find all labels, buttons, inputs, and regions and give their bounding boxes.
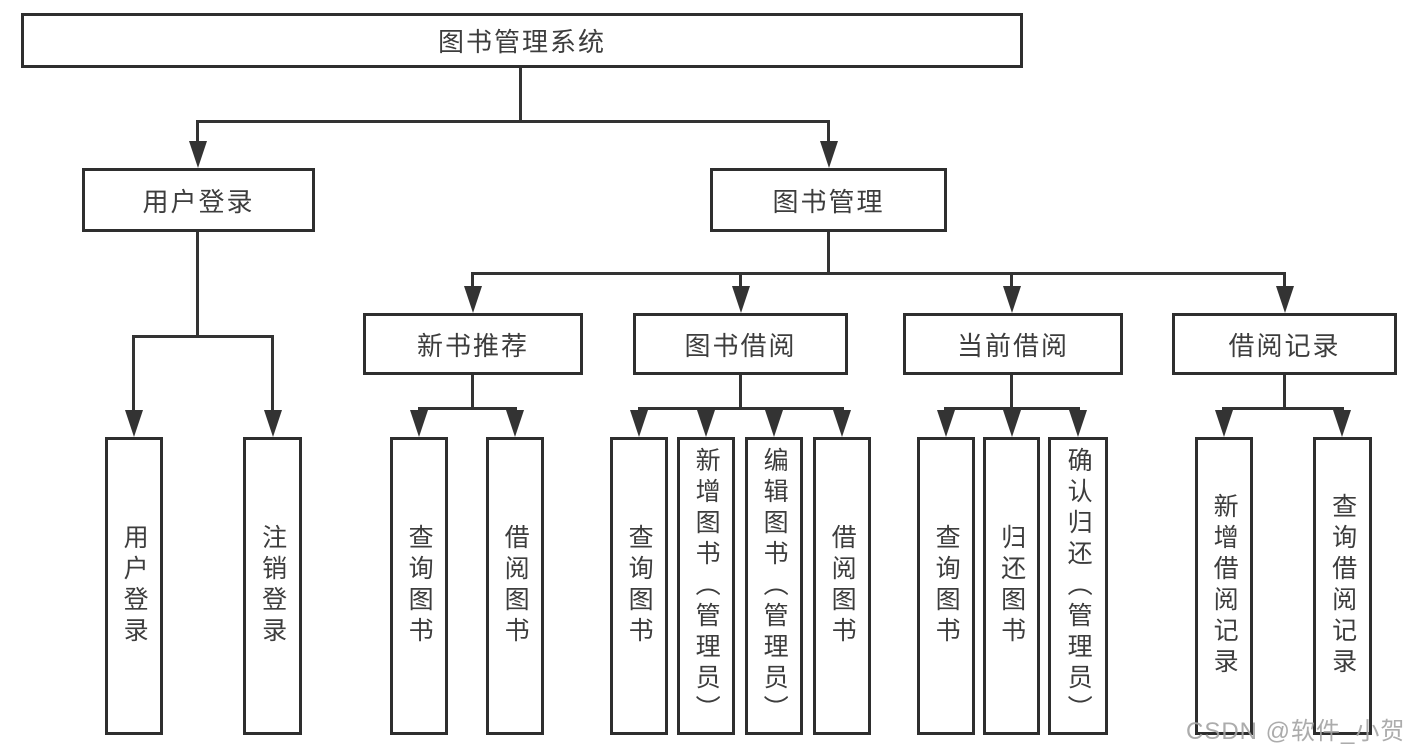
connector-line: [196, 232, 199, 337]
node-leaf-add-book-admin: 新增图书（管理员）: [677, 437, 735, 735]
node-label: 注销登录: [258, 524, 287, 648]
node-label: 归还图书: [997, 524, 1026, 648]
node-leaf-recommend-query-book: 查询图书: [390, 437, 448, 735]
arrowhead-icon: [765, 410, 783, 437]
arrowhead-icon: [264, 410, 282, 437]
node-label: 图书管理系统: [437, 27, 606, 57]
node-root: 图书管理系统: [21, 13, 1023, 68]
watermark-text: CSDN @软件_小贺同学: [1186, 718, 1405, 745]
connector-line: [471, 272, 474, 290]
arrowhead-icon: [630, 410, 648, 437]
node-leaf-confirm-return-admin: 确认归还（管理员）: [1048, 437, 1108, 735]
connector-line: [132, 335, 274, 338]
node-leaf-return-book: 归还图书: [983, 437, 1040, 735]
arrowhead-icon: [833, 410, 851, 437]
arrowhead-icon: [937, 410, 955, 437]
arrowhead-icon: [189, 141, 207, 168]
connector-line: [196, 120, 830, 123]
node-label: 图书管理: [772, 186, 885, 217]
node-label: 借阅图书: [501, 524, 530, 648]
connector-line: [827, 120, 830, 146]
connector-line: [1010, 272, 1013, 290]
node-label: 图书借阅: [684, 330, 797, 361]
arrowhead-icon: [410, 410, 428, 437]
node-label: 新书推荐: [416, 330, 529, 361]
connector-line: [827, 232, 830, 274]
node-user-login: 用户登录: [82, 168, 315, 232]
node-borrow-record: 借阅记录: [1172, 313, 1397, 375]
node-label: 查询图书: [405, 524, 434, 648]
node-label: 新增图书（管理员）: [692, 446, 721, 726]
arrowhead-icon: [820, 141, 838, 168]
node-label: 借阅记录: [1228, 330, 1341, 361]
connector-line: [271, 335, 274, 414]
connector-line: [638, 407, 844, 410]
node-label: 查询图书: [625, 524, 654, 648]
node-label: 编辑图书（管理员）: [760, 446, 789, 726]
node-label: 查询借阅记录: [1328, 493, 1357, 679]
node-current-borrow: 当前借阅: [903, 313, 1123, 375]
node-leaf-edit-book-admin: 编辑图书（管理员）: [745, 437, 803, 735]
connector-line: [132, 335, 135, 414]
node-label: 借阅图书: [828, 524, 857, 648]
node-book-management: 图书管理: [710, 168, 947, 232]
node-label: 当前借阅: [956, 330, 1069, 361]
arrowhead-icon: [125, 410, 143, 437]
arrowhead-icon: [1215, 410, 1233, 437]
node-label: 新增借阅记录: [1210, 493, 1239, 679]
node-label: 用户登录: [120, 524, 149, 648]
arrowhead-icon: [464, 286, 482, 313]
connector-line: [471, 272, 1286, 275]
node-leaf-logout: 注销登录: [243, 437, 302, 735]
node-leaf-recommend-borrow-book: 借阅图书: [486, 437, 544, 735]
arrowhead-icon: [1003, 410, 1021, 437]
node-leaf-current-query-book: 查询图书: [917, 437, 975, 735]
node-new-book-recommend: 新书推荐: [363, 313, 583, 375]
node-leaf-query-borrow-record: 查询借阅记录: [1313, 437, 1372, 735]
connector-line: [1010, 375, 1013, 409]
node-leaf-user-login: 用户登录: [105, 437, 163, 735]
arrowhead-icon: [1276, 286, 1294, 313]
arrowhead-icon: [506, 410, 524, 437]
connector-line: [418, 407, 517, 410]
node-leaf-add-borrow-record: 新增借阅记录: [1195, 437, 1253, 735]
connector-line: [1222, 407, 1344, 410]
connector-line: [196, 120, 199, 146]
connector-line: [739, 375, 742, 409]
node-label: 用户登录: [142, 186, 255, 217]
connector-line: [1283, 375, 1286, 409]
connector-line: [739, 272, 742, 290]
connector-line: [471, 375, 474, 409]
connector-line: [1283, 272, 1286, 290]
node-label: 查询图书: [932, 524, 961, 648]
arrowhead-icon: [1069, 410, 1087, 437]
node-book-borrow: 图书借阅: [633, 313, 848, 375]
node-leaf-borrow-book: 借阅图书: [813, 437, 871, 735]
node-label: 确认归还（管理员）: [1064, 446, 1093, 726]
connector-line: [519, 68, 522, 122]
arrowhead-icon: [1003, 286, 1021, 313]
node-leaf-borrow-query-book: 查询图书: [610, 437, 668, 735]
arrowhead-icon: [697, 410, 715, 437]
arrowhead-icon: [732, 286, 750, 313]
arrowhead-icon: [1333, 410, 1351, 437]
